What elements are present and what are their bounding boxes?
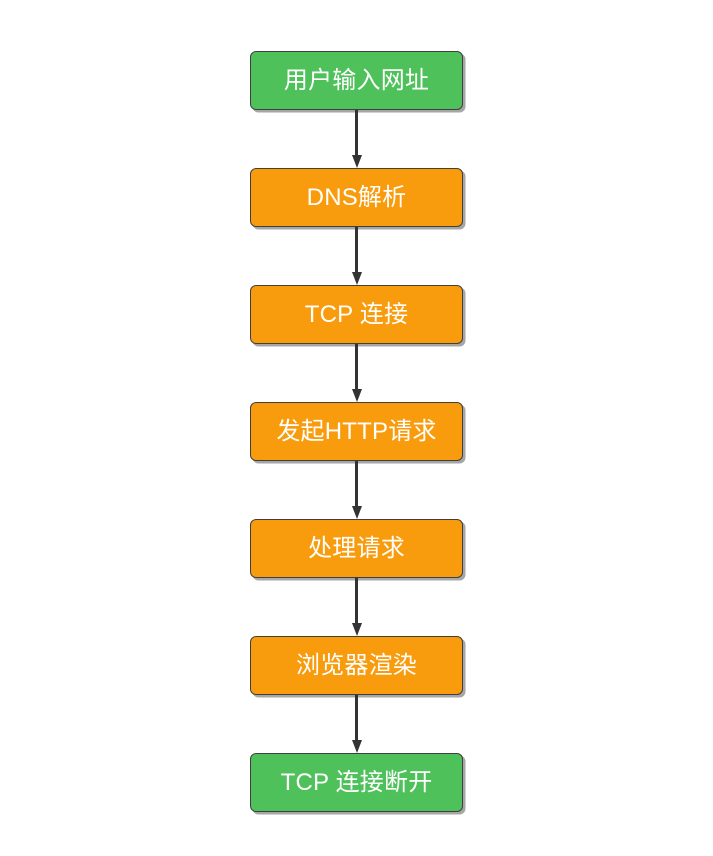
flow-node-process-request[interactable]: 处理请求	[250, 519, 463, 578]
connector-line	[355, 110, 358, 155]
flow-node-label: 处理请求	[308, 534, 405, 562]
flow-connector-3	[349, 344, 365, 402]
arrow-down-icon	[351, 272, 362, 285]
flow-node-label: DNS解析	[306, 183, 407, 211]
flow-node-send-http-request[interactable]: 发起HTTP请求	[250, 402, 463, 461]
flow-node-user-input-url[interactable]: 用户输入网址	[250, 51, 463, 110]
flow-node-label: 浏览器渲染	[296, 651, 417, 679]
flow-connector-2	[349, 227, 365, 285]
flow-node-browser-render[interactable]: 浏览器渲染	[250, 636, 463, 695]
connector-line	[355, 461, 358, 506]
arrow-down-icon	[351, 506, 362, 519]
connector-line	[355, 578, 358, 623]
flow-node-label: TCP 连接断开	[280, 768, 433, 796]
flow-connector-6	[349, 695, 365, 753]
arrow-down-icon	[351, 155, 362, 168]
flow-node-tcp-disconnect[interactable]: TCP 连接断开	[250, 753, 463, 812]
arrow-down-icon	[351, 623, 362, 636]
flow-node-dns-resolution[interactable]: DNS解析	[250, 168, 463, 227]
connector-line	[355, 344, 358, 389]
arrow-down-icon	[351, 740, 362, 753]
flow-node-label: 发起HTTP请求	[276, 417, 437, 445]
flow-connector-4	[349, 461, 365, 519]
connector-line	[355, 227, 358, 272]
connector-line	[355, 695, 358, 740]
flow-connector-1	[349, 110, 365, 168]
flow-node-tcp-connect[interactable]: TCP 连接	[250, 285, 463, 344]
flow-node-label: 用户输入网址	[283, 66, 430, 94]
flowchart-node-column: 用户输入网址 DNS解析 TCP 连接 发起HTTP请求 处理请	[0, 51, 713, 812]
arrow-down-icon	[351, 389, 362, 402]
flow-connector-5	[349, 578, 365, 636]
flow-node-label: TCP 连接	[304, 300, 409, 328]
